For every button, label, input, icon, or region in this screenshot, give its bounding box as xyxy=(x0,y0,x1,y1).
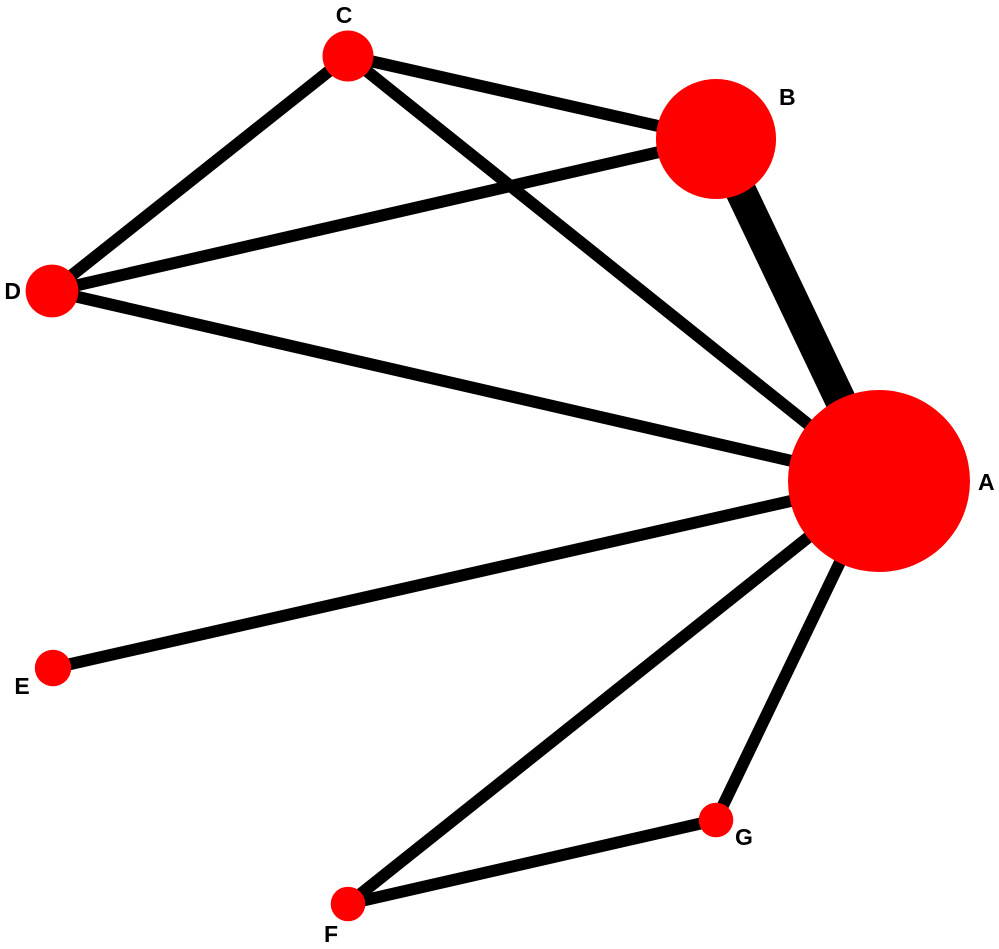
node-e xyxy=(34,649,72,687)
node-g xyxy=(698,802,734,838)
node-a xyxy=(788,390,970,572)
edge-a-d xyxy=(50,285,881,487)
edge-a-f xyxy=(344,476,883,909)
node-d xyxy=(25,264,79,318)
edge-a-c xyxy=(344,51,883,486)
node-label-f: F xyxy=(324,921,338,947)
edge-b-d xyxy=(50,133,718,297)
node-label-e: E xyxy=(14,673,29,699)
edge-b-c xyxy=(346,50,718,145)
edge-f-g xyxy=(346,814,718,910)
node-label-a: A xyxy=(978,469,995,495)
edge-c-d xyxy=(48,51,352,296)
edge-a-e xyxy=(51,475,881,674)
node-label-d: D xyxy=(4,278,21,304)
node-f xyxy=(330,886,366,922)
node-b xyxy=(655,78,777,200)
node-label-b: B xyxy=(779,84,796,110)
nodes-layer xyxy=(25,30,970,922)
node-label-g: G xyxy=(735,824,753,850)
labels-layer: A B C D E F G xyxy=(4,2,994,947)
node-label-c: C xyxy=(336,2,353,28)
node-c xyxy=(322,30,374,82)
